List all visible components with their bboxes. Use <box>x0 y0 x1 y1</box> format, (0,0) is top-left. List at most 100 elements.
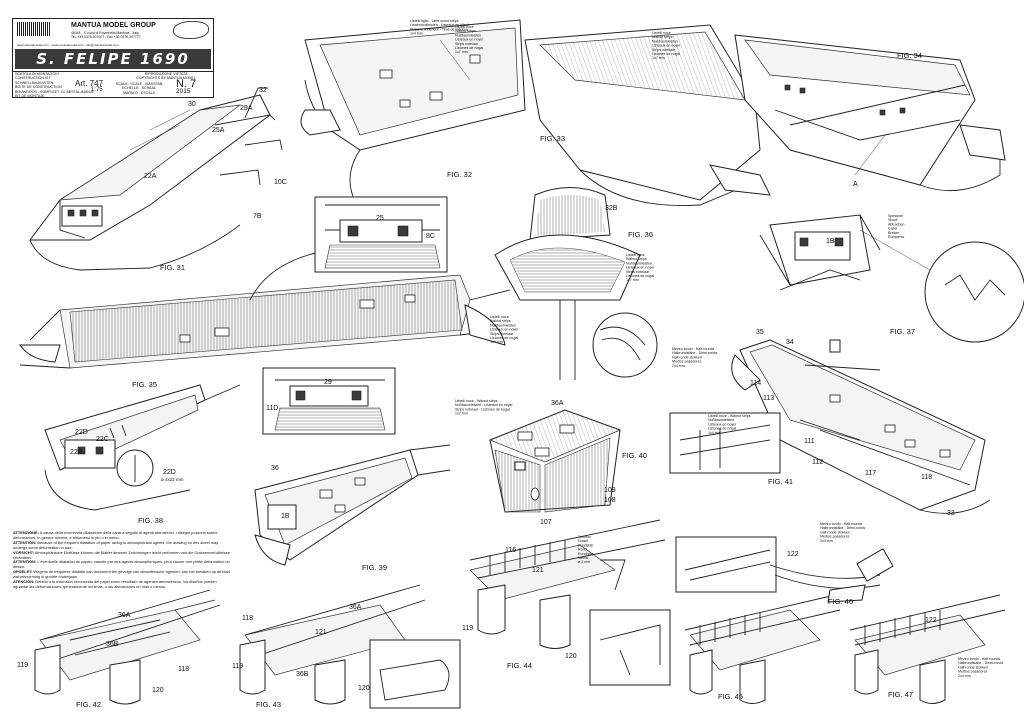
part-label: 32 <box>259 87 267 94</box>
part-label: 116 <box>505 547 516 554</box>
warning-spanish: ATENCIÓN: Debido a la extensión reconoci… <box>13 579 217 589</box>
fig-38-label: FIG. 38 <box>138 516 163 525</box>
figure-46 <box>769 548 894 603</box>
part-label: 117 <box>865 470 876 477</box>
warning-german: VORSICHT: Atmosphärische Einflüsse könne… <box>13 549 230 560</box>
part-numbers: 30 32 29A 25A 22A 10C 7B 25 8C 29 11D 22… <box>17 87 955 694</box>
part-label: 36A <box>349 604 362 611</box>
part-label: ø 4x22 mm <box>161 477 184 482</box>
part-label: 7B <box>253 213 262 220</box>
paper-dilatation-warning: ATTENZIONE: A causa della ricorrezuta di… <box>13 530 231 590</box>
fig-47-label: FIG. 47 <box>888 690 913 699</box>
fig-36-label: FIG. 36 <box>628 230 653 239</box>
note-fig44: Tondino Dowel Rundstab Rond Rondhout Var… <box>578 535 595 564</box>
fig-43-label: FIG. 43 <box>256 700 281 709</box>
warning-italian: ATTENZIONE: A causa della ricorrezuta di… <box>13 530 218 540</box>
figure-33 <box>524 24 771 206</box>
note-fig36-b: Listelli noce Walnut strips Nußbaumleist… <box>490 315 519 344</box>
note-fig32: Listelli tiglio - Lime wood strips Linde… <box>410 19 470 36</box>
scale-labels: SCALA - SCALE - MASSTAB ECHELLE - SCHAAL… <box>115 82 163 95</box>
company-name: MANTUA MODEL GROUP <box>71 22 156 29</box>
part-label: 107 <box>540 519 552 526</box>
figure-37 <box>759 214 1024 343</box>
part-label: 36A <box>551 400 564 407</box>
part-label: 22D <box>163 469 176 476</box>
figure-35-inset-bottom <box>262 367 396 435</box>
fig-31-label: FIG. 31 <box>160 263 185 272</box>
note-fig41-b: Listelli noce - Walnut strips Nußbaumlei… <box>708 414 752 435</box>
figure-34 <box>734 34 1006 192</box>
part-label: 119 <box>232 663 243 670</box>
part-label: 33 <box>947 510 955 517</box>
figure-44 <box>469 519 777 686</box>
company-website: www.mantuamodel.com - www.mantuamodel.co… <box>17 43 119 47</box>
note-fig36-a: Listelli noce Walnut strips Nußbaumleist… <box>626 253 655 282</box>
part-label: 119 <box>462 625 473 632</box>
part-label: 120 <box>152 687 164 694</box>
fig-46-label: FIG. 46 <box>828 597 853 606</box>
part-label: 36B <box>106 641 119 648</box>
figure-35-inset-top <box>314 196 448 273</box>
note-fig41-a: Mezzo tondo - Half rounds Halbrundstäbe … <box>672 347 718 368</box>
fig-32-label: FIG. 32 <box>447 170 472 179</box>
part-label: 109 <box>604 487 616 494</box>
part-label: 22A <box>144 173 157 180</box>
part-label: 121 <box>315 629 327 636</box>
sheet-number: N. 7 <box>176 78 197 90</box>
figure-39 <box>254 444 451 566</box>
part-label: 118 <box>178 666 189 673</box>
figure-35 <box>19 249 511 369</box>
part-label: 1B <box>826 238 835 245</box>
part-label: 122 <box>787 551 799 558</box>
note-fig46: Mezzo tondo - Half rounds Halbrundstäbe … <box>820 522 866 543</box>
part-label: 118 <box>921 474 932 481</box>
part-label: 120 <box>565 653 577 660</box>
fig-35-label: FIG. 35 <box>132 380 157 389</box>
part-label: 112 <box>812 459 823 466</box>
fig-42-label: FIG. 42 <box>76 700 101 709</box>
note-fig32b: Listelli noce Walnut strips Nußbaumleist… <box>455 25 484 54</box>
part-label: 29A <box>240 105 253 112</box>
company-address: 46048 - S.Lucia di Roverbella Mantova - … <box>71 31 139 35</box>
part-label: 34 <box>786 339 794 346</box>
part-label: 1B <box>281 513 290 520</box>
note-fig37: Spessore Shoot Abtrachen Caser Breken Ro… <box>888 214 905 239</box>
part-label: 111 <box>804 438 815 445</box>
article-number: Art. 747 <box>75 79 104 88</box>
divider <box>13 71 213 72</box>
part-label: A <box>853 181 858 188</box>
part-label: 25 <box>376 215 384 222</box>
part-label: 120 <box>358 685 370 692</box>
ship-name: S. FELIPE 1690 <box>15 49 211 69</box>
fig-41-label: FIG. 41 <box>768 477 793 486</box>
kit-labels: SCATOLA DI MONTAGGIO CONSTRUCTION KIT SC… <box>15 72 94 99</box>
part-label: 30 <box>188 101 196 108</box>
fig-39-label: FIG. 39 <box>362 563 387 572</box>
part-label: 108 <box>604 497 616 504</box>
part-label: 35 <box>756 329 764 336</box>
warning-dutch: OPGELET: Wegens de frequente dilatatie v… <box>13 569 230 580</box>
barcode-logo-icon <box>17 22 51 36</box>
part-label: 36A <box>118 612 131 619</box>
part-label: 11D <box>266 405 278 412</box>
fig-37-label: FIG. 37 <box>890 327 915 336</box>
part-label: 114 <box>750 380 761 387</box>
reproduction-labels: RIPRODUZIONE VIETATA COPYRIGHTS BY MANTU… <box>136 72 196 81</box>
company-phone: Tel. +39-0376-307007 - Fax +39-0376-3077… <box>71 35 141 39</box>
part-label: 122 <box>925 617 937 624</box>
part-label: 36B <box>296 671 309 678</box>
note-fig40: Listelli noce - Walnut strips Nußbaumlei… <box>455 399 514 416</box>
figure-31 <box>29 87 283 271</box>
part-label: 29 <box>324 379 332 386</box>
figure-32 <box>300 19 526 211</box>
part-label: 36 <box>271 465 279 472</box>
title-block: MANTUA MODEL GROUP 46048 - S.Lucia di Ro… <box>12 18 214 98</box>
scale-value: 1:75 <box>91 87 103 93</box>
figure-38 <box>44 384 241 511</box>
figure-40 <box>489 409 621 513</box>
figure-43 <box>239 584 461 709</box>
figure-41 <box>669 339 991 514</box>
figure-47 <box>849 594 1006 704</box>
warning-english: ATTENTION: Because of the frequent dilat… <box>13 539 219 550</box>
